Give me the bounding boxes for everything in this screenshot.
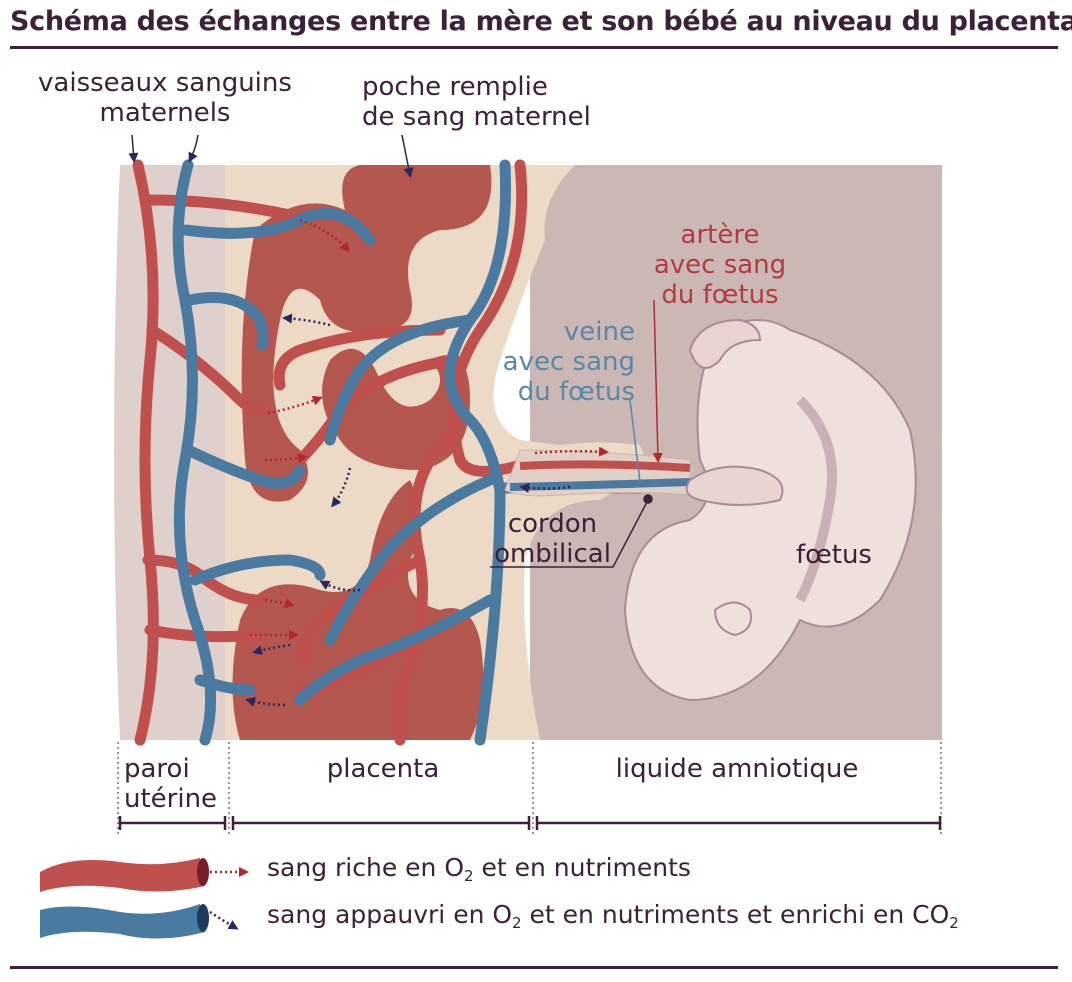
zone-uterine-wall-line2: utérine: [124, 784, 218, 814]
pocket-line2: de sang maternel: [362, 102, 591, 132]
legend-poor-prefix: sang appauvri en O: [267, 900, 513, 929]
leader-lines: [128, 134, 663, 568]
artery-line2: avec sang: [653, 250, 787, 280]
maternal-vessels-line2: maternels: [99, 98, 231, 128]
zone-scale-bars: [118, 816, 942, 830]
artery-label: artère avec sang du fœtus: [640, 220, 800, 310]
umbilical-cord-label: cordon ombilical: [490, 509, 615, 569]
maternal-vessels-line1: vaisseaux sanguins: [38, 68, 292, 98]
legend-poor-blood-text: sang appauvri en O2 et en nutriments et …: [267, 900, 959, 932]
zone-uterine-wall: paroi utérine: [124, 754, 217, 814]
cord-line2: ombilical: [494, 539, 611, 569]
zone-uterine-wall-line1: paroi: [124, 754, 190, 784]
maternal-blood-pocket-1: [241, 165, 492, 502]
legend-blue-tube: [40, 904, 209, 939]
artery-line3: du fœtus: [661, 280, 779, 310]
exchange-arrows-blue: [209, 313, 571, 930]
umbilical-vein: [509, 478, 691, 491]
legend-poor-sub: 2: [512, 914, 522, 932]
artery-line1: artère: [680, 220, 760, 250]
vein-label: veine avec sang du fœtus: [480, 317, 635, 407]
page-title: Schéma des échanges entre la mère et son…: [10, 6, 1072, 37]
maternal-vessels-label: vaisseaux sanguins maternels: [35, 68, 295, 128]
vein-line3: du fœtus: [517, 377, 635, 407]
fetus-illustration: [623, 318, 917, 702]
exchange-arrows-red: [210, 218, 609, 877]
legend-rich-blood-text: sang riche en O2 et en nutriments: [267, 853, 691, 885]
pocket-line1: poche remplie: [362, 72, 548, 102]
legend-red-tube: [40, 858, 209, 892]
legend-rich-prefix: sang riche en O: [267, 853, 464, 882]
cord-line1: cordon: [507, 509, 598, 539]
maternal-blood-pocket-3: [232, 480, 484, 740]
pocket-label: poche remplie de sang maternel: [362, 72, 591, 132]
zone-placenta: placenta: [326, 754, 440, 784]
fetus-label: fœtus: [796, 540, 872, 570]
umbilical-artery: [519, 460, 691, 472]
legend-rich-sub: 2: [464, 867, 474, 885]
title-underline: [10, 46, 1058, 49]
zone-separators: [117, 742, 942, 835]
legend-poor-mid: et en nutriments et enrichi en CO: [521, 900, 950, 929]
vein-line2: avec sang: [502, 347, 635, 377]
bottom-rule: [10, 966, 1058, 969]
vein-line1: veine: [563, 317, 635, 347]
zone-amniotic-fluid: liquide amniotique: [615, 754, 859, 784]
legend-rich-suffix: et en nutriments: [473, 853, 691, 882]
legend-poor-sub2: 2: [949, 914, 959, 932]
maternal-veins: [172, 159, 646, 746]
uterine-wall-area: [114, 165, 230, 740]
